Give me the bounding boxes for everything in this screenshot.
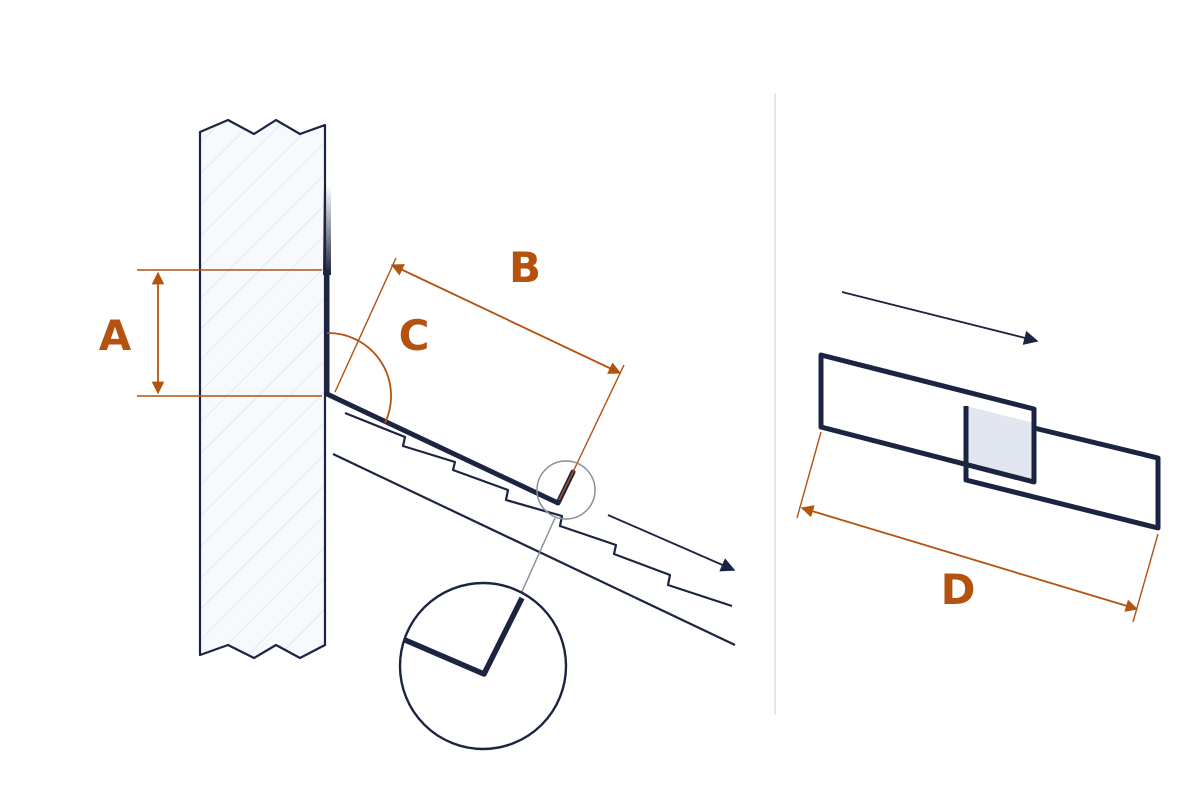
dimension-a: [137, 269, 322, 397]
flashing-strip: [323, 185, 576, 506]
arrow-down-right-icon: [841, 291, 1039, 345]
roof-tiles: [332, 411, 736, 646]
dimension-b: [334, 257, 625, 475]
detail-callout: [398, 460, 596, 751]
label-c: C: [399, 311, 430, 360]
wall-section: [198, 118, 327, 660]
angle-c: [326, 332, 392, 424]
arrow-down-right-icon: [607, 514, 736, 572]
label-a: A: [99, 311, 132, 360]
overlap-sheets: [818, 352, 1161, 531]
dimension-d: [796, 431, 1159, 623]
label-b: B: [509, 243, 541, 292]
label-d: D: [941, 565, 976, 614]
